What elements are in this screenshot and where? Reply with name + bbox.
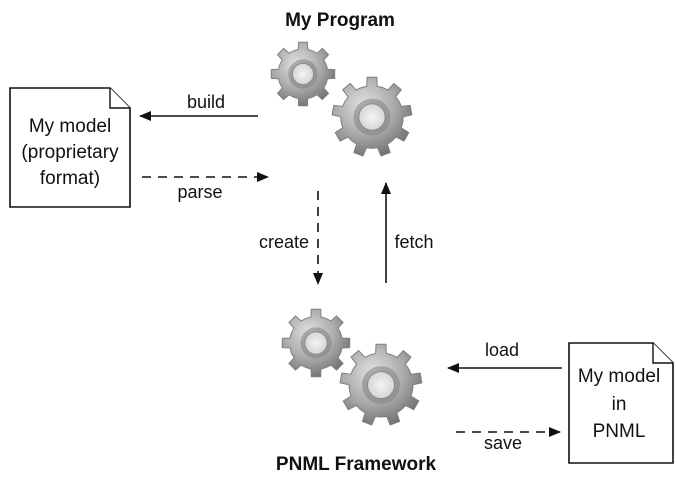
document-icon	[9, 87, 131, 208]
framework-title: PNML Framework	[276, 454, 437, 475]
program-gears	[270, 41, 413, 157]
fetch-label: fetch	[394, 232, 433, 252]
document-icon	[568, 342, 674, 464]
doc-left-line-3: format)	[40, 168, 100, 189]
gear-icon	[331, 76, 413, 157]
load-label: load	[485, 340, 519, 360]
framework-gears	[281, 308, 423, 426]
doc-left-line-2: (proprietary	[21, 142, 119, 163]
build-label: build	[187, 92, 225, 112]
doc-right-line-3: PNML	[593, 421, 646, 442]
doc-right-line-2: in	[612, 394, 627, 415]
program-title: My Program	[285, 10, 395, 31]
parse-label: parse	[177, 182, 222, 202]
create-label: create	[259, 232, 309, 252]
save-label: save	[484, 433, 522, 453]
doc-left-line-1: My model	[29, 116, 111, 137]
gear-icon	[339, 343, 423, 426]
gear-icon	[270, 41, 336, 107]
doc-right-line-1: My model	[578, 366, 660, 387]
gear-icon	[281, 308, 351, 378]
